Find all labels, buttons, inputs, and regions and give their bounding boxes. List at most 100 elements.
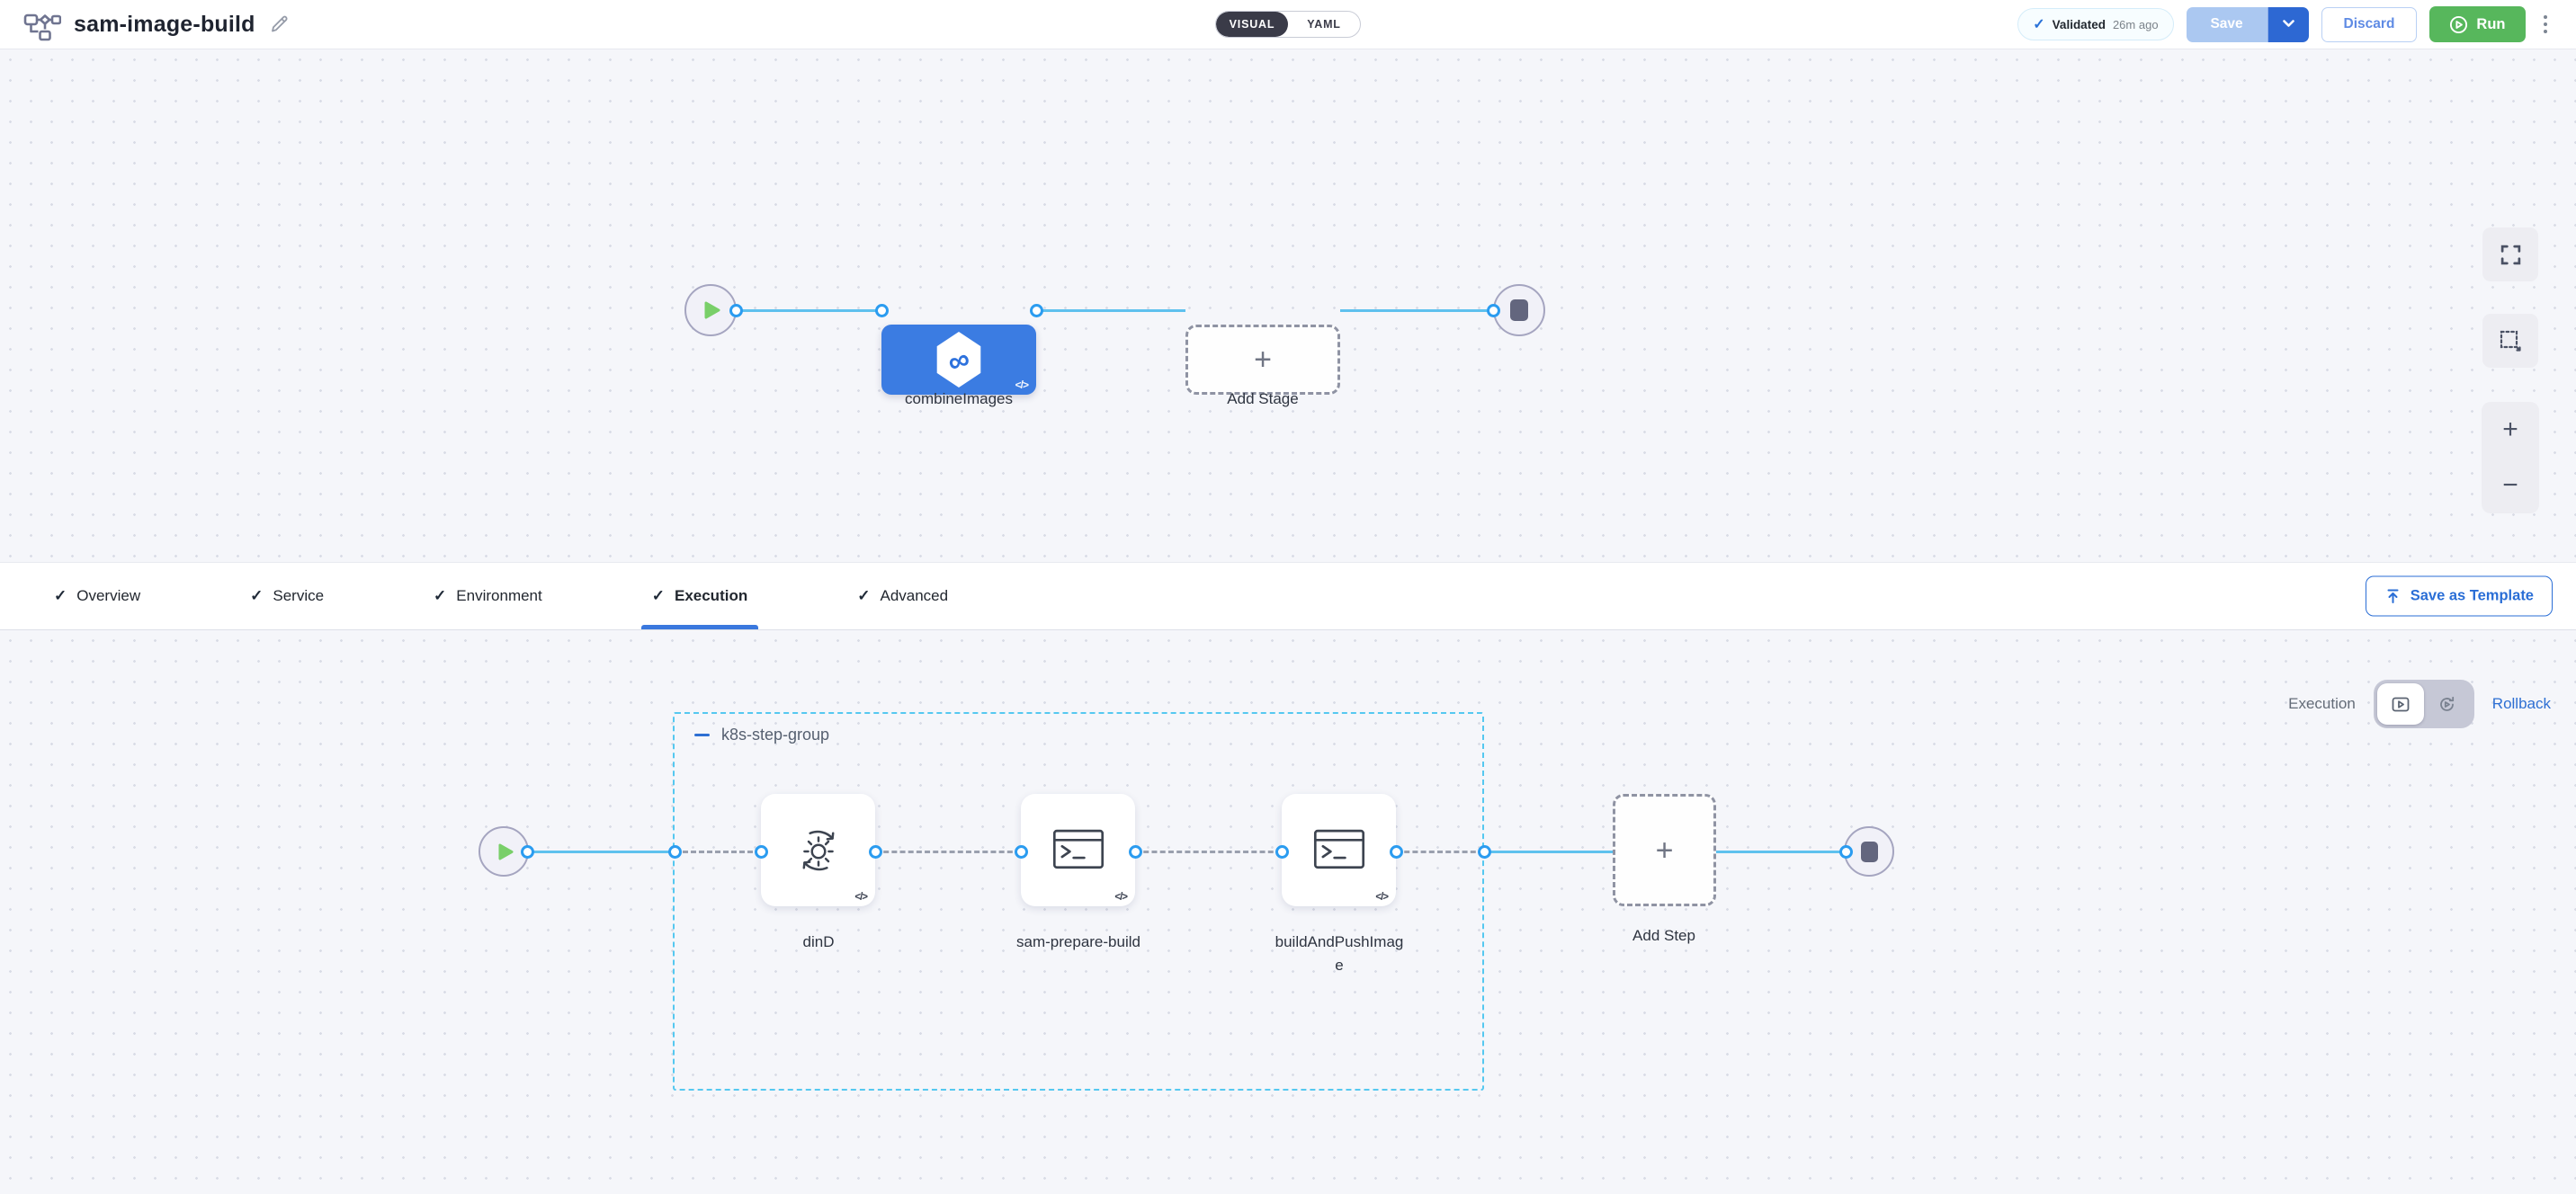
- step-group-name: k8s-step-group: [721, 726, 830, 744]
- step-node-sam-prepare-build[interactable]: </>: [1021, 794, 1135, 906]
- tab-execution[interactable]: ✓ Execution: [636, 563, 765, 629]
- tab-environment[interactable]: ✓ Environment: [417, 563, 559, 629]
- validated-time: 26m ago: [2112, 17, 2159, 31]
- kebab-menu-icon[interactable]: [2538, 12, 2554, 38]
- tab-label: Overview: [76, 587, 141, 604]
- run-label: Run: [2476, 15, 2506, 32]
- execution-mode-segment[interactable]: [2376, 683, 2424, 725]
- start-node-icon: [704, 301, 720, 319]
- zoom-out-button[interactable]: −: [2482, 458, 2539, 513]
- zoom-in-button[interactable]: +: [2482, 402, 2539, 458]
- add-step-label: Add Step: [1632, 927, 1695, 944]
- connector-line: [1340, 308, 1493, 312]
- connection-port[interactable]: [868, 844, 882, 859]
- tab-check-icon: ✓: [434, 587, 447, 604]
- add-stage-label: Add Stage: [1227, 390, 1299, 407]
- connection-port[interactable]: [1128, 844, 1142, 859]
- header: sam-image-build VISUAL YAML ✓ Validated …: [0, 0, 2576, 49]
- tab-check-icon: ✓: [857, 587, 871, 604]
- edit-pencil-icon[interactable]: [268, 13, 290, 35]
- stage-type-icon: ∞: [936, 332, 981, 388]
- pipeline-title-group: sam-image-build: [23, 7, 290, 41]
- fullscreen-button[interactable]: [2482, 227, 2538, 281]
- view-toggle: VISUAL YAML: [1215, 11, 1361, 38]
- page-title: sam-image-build: [74, 11, 255, 37]
- tab-label: Advanced: [880, 587, 949, 604]
- stage-node-combineimages[interactable]: ∞ </>: [881, 325, 1036, 395]
- tab-service[interactable]: ✓ Service: [234, 563, 340, 629]
- run-button[interactable]: Run: [2429, 6, 2526, 42]
- save-options-button[interactable]: [2267, 6, 2309, 42]
- caret-down-icon: [2282, 18, 2295, 31]
- step-name-label: sam-prepare-build: [1016, 933, 1140, 950]
- step-group-box[interactable]: k8s-step-group: [673, 712, 1484, 1091]
- connection-port[interactable]: [1389, 844, 1403, 859]
- discard-button[interactable]: Discard: [2321, 6, 2418, 42]
- execution-canvas[interactable]: Execution Rol: [0, 630, 2576, 1194]
- validated-check-icon: ✓: [2033, 17, 2045, 32]
- step-node-dind[interactable]: </>: [761, 794, 875, 906]
- end-node-icon: [1860, 841, 1878, 862]
- stage-canvas[interactable]: ∞ </> + combineImages Add Stage + −: [0, 49, 2576, 562]
- dind-step-icon: [794, 826, 843, 875]
- fullscreen-icon: [2500, 244, 2522, 266]
- rollback-mode-icon: [2437, 695, 2456, 714]
- step-group-header: k8s-step-group: [694, 726, 829, 744]
- tab-check-icon: ✓: [54, 587, 67, 604]
- connector-line: [736, 308, 881, 312]
- save-button[interactable]: Save: [2186, 6, 2267, 42]
- connector-line-dashed: [1396, 850, 1484, 853]
- stage-name-label: combineImages: [904, 390, 1014, 407]
- tab-label: Environment: [456, 587, 542, 604]
- marquee-select-button[interactable]: [2482, 314, 2538, 368]
- code-badge: </>: [1375, 892, 1389, 903]
- save-split-button: Save: [2186, 6, 2309, 42]
- rollback-link[interactable]: Rollback: [2491, 695, 2551, 712]
- code-badge: </>: [1015, 379, 1029, 391]
- toggle-visual[interactable]: VISUAL: [1216, 12, 1288, 37]
- connector-line-dashed: [1135, 850, 1282, 853]
- execution-start-node[interactable]: [479, 826, 529, 877]
- tab-advanced[interactable]: ✓ Advanced: [841, 563, 964, 629]
- save-as-template-button[interactable]: Save as Template: [2365, 575, 2553, 617]
- validated-badge[interactable]: ✓ Validated 26m ago: [2017, 8, 2174, 40]
- collapse-icon[interactable]: [694, 733, 710, 737]
- connection-port[interactable]: [520, 844, 534, 859]
- connection-port[interactable]: [1838, 844, 1853, 859]
- code-badge: </>: [1114, 892, 1128, 903]
- start-node-icon: [497, 843, 514, 860]
- connection-port[interactable]: [754, 844, 768, 859]
- save-as-template-label: Save as Template: [2410, 587, 2534, 604]
- connector-line: [527, 850, 675, 853]
- header-actions: ✓ Validated 26m ago Save Discard Run: [2017, 6, 2553, 42]
- pipeline-end-node[interactable]: [1493, 284, 1545, 336]
- step-node-buildandpushimage[interactable]: </>: [1282, 794, 1396, 906]
- run-play-icon: [2449, 15, 2468, 34]
- connection-port[interactable]: [1029, 303, 1043, 317]
- end-node-icon: [1510, 299, 1528, 321]
- pipeline-icon: [23, 7, 61, 41]
- stage-tab-bar: ✓ Overview ✓ Service ✓ Environment ✓ Exe…: [0, 562, 2576, 630]
- tab-check-icon: ✓: [250, 587, 264, 604]
- connection-port[interactable]: [729, 303, 743, 317]
- add-step-button[interactable]: +: [1613, 794, 1716, 906]
- tab-label: Execution: [674, 587, 748, 604]
- rollback-mode-segment[interactable]: [2424, 683, 2471, 725]
- connection-port[interactable]: [1486, 303, 1500, 317]
- execution-mode-label: Execution: [2288, 695, 2356, 712]
- connector-line-dashed: [875, 850, 1021, 853]
- tab-check-icon: ✓: [651, 587, 665, 604]
- connection-port[interactable]: [1275, 844, 1289, 859]
- pipeline-start-node[interactable]: [684, 284, 737, 336]
- connection-port[interactable]: [1014, 844, 1028, 859]
- step-name-label: dinD: [802, 933, 835, 950]
- zoom-panel: + −: [2482, 402, 2539, 513]
- connection-port[interactable]: [1477, 844, 1491, 859]
- toggle-yaml[interactable]: YAML: [1288, 12, 1360, 37]
- connection-port[interactable]: [667, 844, 682, 859]
- connection-port[interactable]: [874, 303, 889, 317]
- add-stage-button[interactable]: +: [1185, 325, 1340, 395]
- validated-label: Validated: [2052, 17, 2106, 31]
- tab-label: Service: [273, 587, 325, 604]
- tab-overview[interactable]: ✓ Overview: [38, 563, 157, 629]
